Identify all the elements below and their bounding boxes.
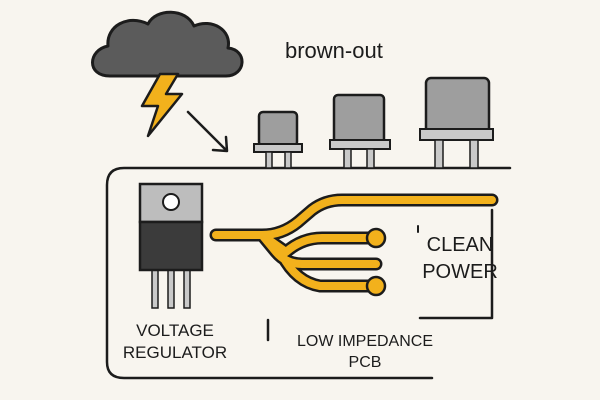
clean-power-label: CLEAN	[427, 234, 494, 256]
low-impedance-pcb-label: PCB	[349, 354, 382, 371]
lightning-bolt-icon	[140, 72, 184, 138]
brown-out-label: brown-out	[285, 38, 383, 63]
low-impedance-pcb-label: LOW IMPEDANCE	[297, 333, 433, 350]
pcb-trace-icon	[209, 193, 499, 297]
output-bracket	[417, 208, 494, 320]
clean-power-label: POWER	[422, 261, 498, 283]
storm-cloud-icon	[91, 10, 244, 78]
voltage-regulator-label: REGULATOR	[123, 343, 227, 362]
voltage-regulator-icon	[138, 182, 204, 309]
capacitor-icon	[419, 76, 494, 169]
voltage-regulator-label: VOLTAGE	[136, 321, 214, 340]
pcb-outline	[105, 166, 512, 380]
capacitor-icon	[253, 110, 303, 169]
arrow-icon	[186, 110, 229, 153]
capacitor-icon	[329, 93, 391, 169]
